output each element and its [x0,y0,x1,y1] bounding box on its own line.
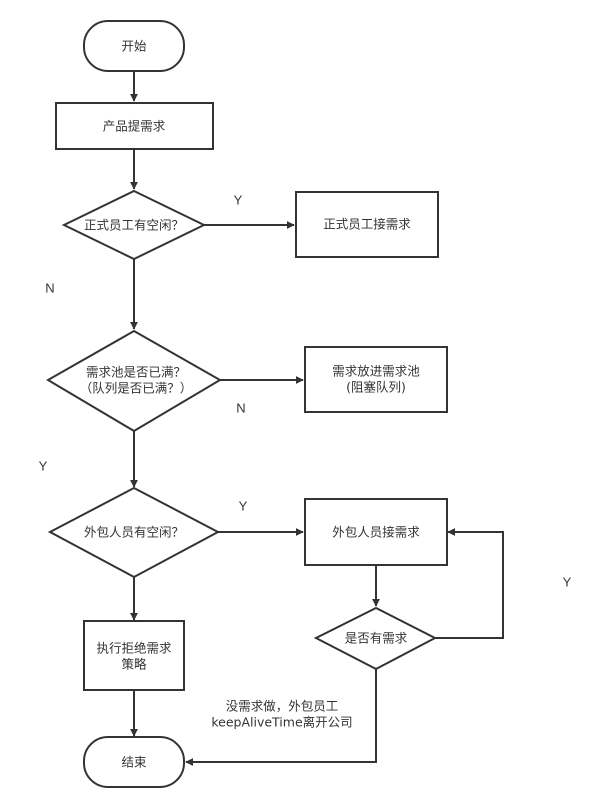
annotation-line-2: keepAliveTime离开公司 [211,715,352,730]
process-shape [304,498,448,566]
edge-label-has-request-yes: Y [563,574,572,589]
process-shape [55,102,214,150]
node-outsource-take: 外包人员接需求 [304,498,448,566]
node-product-request: 产品提需求 [55,102,214,150]
node-label: 产品提需求 [103,119,166,134]
node-label: 正式员工有空闲？ [84,218,184,233]
decision-shape [47,486,221,579]
process-shape [295,191,439,258]
node-label-line-2: （队列是否已满？） [80,381,193,396]
node-put-pool: 需求放进需求池 (阻塞队列) [304,346,448,413]
decision-shape [313,606,438,671]
process-shape [304,346,448,413]
node-outsource-free: 外包人员有空闲？ [47,486,221,579]
decision-shape [61,189,207,261]
node-staff-take: 正式员工接需求 [295,191,439,258]
edge-label-staff-free-no: N [45,280,54,295]
node-label: 外包人员有空闲？ [84,525,184,540]
terminal-shape [83,20,185,72]
node-end: 结束 [83,736,185,788]
annotation-line-1: 没需求做，外包员工 [226,699,339,714]
node-label-line-2: (阻塞队列) [346,380,406,395]
node-label-line-2: 策略 [121,657,147,672]
edge-has-request-loop-back [435,528,504,639]
node-has-request: 是否有需求 [313,606,438,671]
node-label: 是否有需求 [345,631,408,646]
node-label: 结束 [121,755,147,770]
node-start: 开始 [83,20,185,72]
node-label: 开始 [121,39,147,54]
edge-label-outsource-free-yes: Y [239,498,248,513]
node-label-line-1: 需求池是否已满？ [86,365,186,380]
node-label: 外包人员接需求 [332,525,420,540]
edge-has-request-to-end [185,669,377,766]
node-label: 正式员工接需求 [323,217,411,232]
edge-label-staff-free-yes: Y [234,192,243,207]
node-reject: 执行拒绝需求 策略 [83,620,185,691]
terminal-shape [83,736,185,788]
edge-label-pool-full-no: N [236,400,245,415]
node-label-line-1: 执行拒绝需求 [96,641,172,656]
node-pool-full: 需求池是否已满？ （队列是否已满？） [46,329,222,433]
process-shape [83,620,185,691]
node-label-line-1: 需求放进需求池 [332,364,420,379]
edges [130,72,504,766]
node-staff-free: 正式员工有空闲？ [61,189,207,261]
decision-shape [46,329,222,433]
edge-label-pool-full-yes: Y [39,458,48,473]
